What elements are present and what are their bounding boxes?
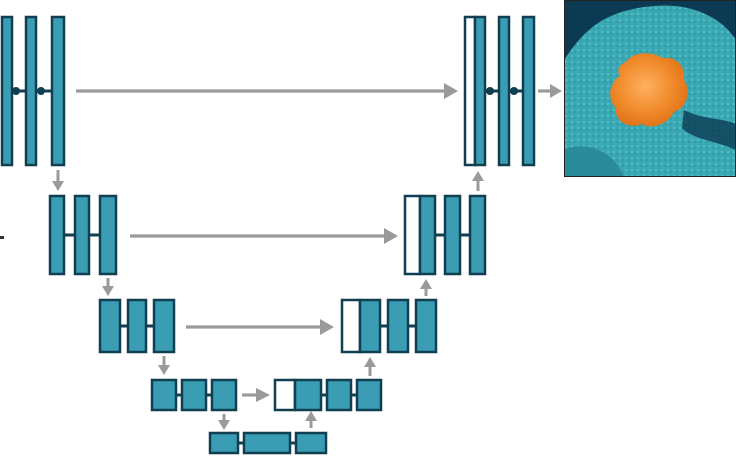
skip-connection-arrow-1 <box>76 83 458 99</box>
feature-map <box>418 194 437 276</box>
feature-map <box>497 15 511 167</box>
tissue-shadow <box>564 146 624 177</box>
decoder-level-1 <box>463 15 536 167</box>
bottleneck <box>208 431 328 455</box>
feature-map <box>98 298 122 354</box>
skip-connection-arrow-3 <box>186 319 334 335</box>
decoder-level-3 <box>340 298 438 354</box>
feature-map <box>242 431 292 455</box>
conv-node <box>510 87 518 95</box>
output-arrow <box>538 84 562 98</box>
feature-map <box>73 194 91 276</box>
feature-map <box>150 378 178 412</box>
feature-map <box>98 194 118 276</box>
segmentation-mask <box>610 53 688 127</box>
conv-node <box>37 87 45 95</box>
upsample-arrow-1 <box>472 171 484 191</box>
skip-connection-arrow-2 <box>130 228 398 244</box>
feature-map <box>48 194 66 276</box>
feature-map <box>355 378 383 412</box>
feature-map <box>210 378 238 412</box>
edge-mark <box>0 236 4 239</box>
feature-map <box>24 15 38 167</box>
segmentation-output-image <box>564 0 736 177</box>
upsample-arrow-3 <box>364 357 376 376</box>
encoder-level-4 <box>150 378 238 412</box>
feature-map <box>325 378 353 412</box>
feature-map <box>443 194 462 276</box>
dark-gap <box>682 110 736 150</box>
conv-node <box>486 87 494 95</box>
encoder-level-2 <box>48 194 118 276</box>
feature-map <box>180 378 208 412</box>
feature-map <box>152 298 176 354</box>
feature-map <box>521 15 536 167</box>
concat-feature-map <box>463 15 477 167</box>
skip-connection-arrow-4 <box>242 388 270 402</box>
feature-map <box>0 15 14 167</box>
feature-map <box>468 194 487 276</box>
feature-map <box>358 298 382 354</box>
concat-feature-map <box>403 194 422 276</box>
upsample-arrow-4 <box>305 411 317 428</box>
feature-map <box>414 298 438 354</box>
downsample-arrow-1 <box>52 170 64 191</box>
feature-map <box>294 431 328 455</box>
encoder-level-3 <box>98 298 176 354</box>
feature-map <box>50 15 66 167</box>
downsample-arrow-4 <box>218 414 230 430</box>
downsample-arrow-3 <box>158 356 170 375</box>
feature-map <box>293 378 323 412</box>
decoder-level-4 <box>273 378 383 412</box>
concat-feature-map <box>273 378 297 412</box>
encoder-level-1 <box>0 15 66 167</box>
feature-map <box>208 431 240 455</box>
feature-map <box>386 298 410 354</box>
upsample-arrow-2 <box>420 279 432 296</box>
decoder-level-2 <box>403 194 487 276</box>
concat-feature-map <box>340 298 362 354</box>
downsample-arrow-2 <box>102 278 114 296</box>
feature-map <box>126 298 148 354</box>
conv-node <box>12 87 20 95</box>
feature-map <box>473 15 487 167</box>
